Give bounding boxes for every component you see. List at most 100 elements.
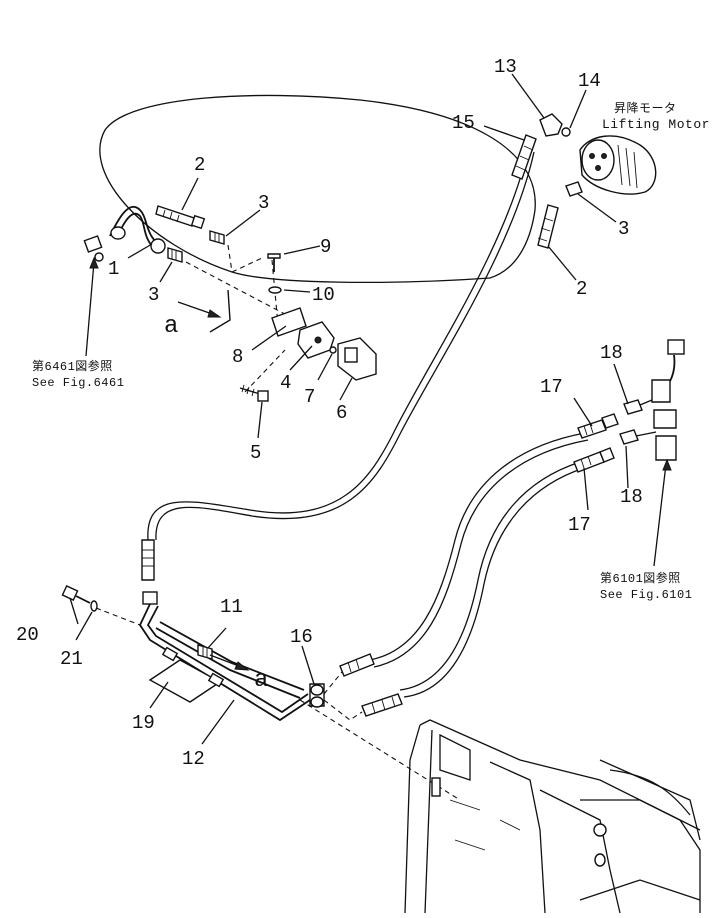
label-part-3-right: 3 — [618, 218, 629, 240]
hose-17-lower-end — [573, 451, 605, 473]
hose-15-line-b — [155, 151, 535, 541]
hose-17-lower-line-b — [403, 467, 585, 698]
label-view-a-lower: a — [254, 667, 268, 694]
valve-manifold-top — [651, 379, 671, 403]
alignment-line-6 — [323, 671, 343, 695]
bracket-guide — [209, 289, 231, 333]
hose-17-lower-nut — [599, 447, 615, 463]
label-part-18-upper: 18 — [600, 342, 623, 364]
tube-1-nut-b — [150, 238, 166, 254]
lower-nut — [142, 591, 158, 605]
label-part-6: 6 — [336, 402, 347, 424]
hose-15-line-a — [147, 149, 529, 541]
label-part-20: 20 — [16, 624, 39, 646]
leader-lines — [69, 73, 672, 745]
alignment-line-5 — [271, 259, 279, 326]
block-port — [314, 336, 322, 344]
hose-17-upper-line-b — [373, 439, 589, 668]
oring-14 — [561, 127, 571, 137]
fitting-18-lower — [619, 429, 639, 445]
washer-21 — [90, 600, 98, 612]
ref-fig6101-jp: 第6101図参照 — [600, 570, 681, 586]
machine-frame — [404, 719, 701, 914]
bolt-20-shank — [75, 595, 91, 604]
label-part-9: 9 — [320, 236, 331, 258]
hose-end-upper — [339, 653, 375, 677]
label-view-a-upper: a — [164, 313, 178, 340]
label-part-17-upper: 17 — [540, 376, 563, 398]
valve-manifold-mid — [653, 409, 677, 429]
label-part-12: 12 — [182, 748, 205, 770]
pipe-12-c — [155, 627, 301, 699]
label-part-3-left: 3 — [148, 284, 159, 306]
label-part-18-lower: 18 — [620, 486, 643, 508]
valve-manifold-bottom — [655, 435, 677, 461]
label-part-7: 7 — [304, 386, 315, 408]
label-part-21: 21 — [60, 648, 83, 670]
bolt-9-head — [267, 253, 281, 259]
hose-17-upper-nut — [601, 413, 619, 429]
motor-ribs — [617, 144, 638, 189]
bolt-5-head — [257, 390, 269, 402]
label-part-10: 10 — [312, 284, 335, 306]
oring-7 — [329, 346, 337, 354]
pipe-12-b — [146, 605, 309, 714]
ref-fig6461-en: See Fig.6461 — [32, 376, 124, 390]
hose-17-lower-line-a — [399, 461, 581, 691]
arrow-a-upper-head — [207, 309, 222, 318]
ref-fig6101-en: See Fig.6101 — [600, 588, 692, 602]
elbow-13 — [539, 113, 563, 137]
fitting-3-right — [565, 181, 583, 197]
tube-1-edge — [115, 212, 157, 251]
alignment-line-4 — [244, 349, 286, 393]
label-part-4: 4 — [280, 372, 291, 394]
label-part-5: 5 — [250, 442, 261, 464]
hose-17-upper-line-a — [369, 432, 586, 661]
bolt-5-shank — [239, 387, 261, 395]
alignment-line-8 — [95, 607, 141, 626]
ref-fig6461-jp: 第6461図参照 — [32, 358, 113, 374]
label-part-13: 13 — [494, 56, 517, 78]
label-part-15: 15 — [452, 112, 475, 134]
hose-2-left — [155, 205, 195, 227]
hose-end-lower — [361, 693, 403, 717]
hose-15-end — [511, 134, 537, 180]
label-part-2-left: 2 — [194, 154, 205, 176]
label-part-1: 1 — [108, 258, 119, 280]
label-part-11: 11 — [220, 596, 243, 618]
clamp-19-a — [161, 646, 179, 662]
alignment-line-7 — [323, 699, 363, 721]
alignment-line-3 — [231, 257, 263, 273]
label-part-16: 16 — [290, 626, 313, 648]
arrow-a-lower-head — [234, 661, 250, 671]
label-part-17-lower: 17 — [568, 514, 591, 536]
clamp-19-b — [207, 672, 225, 688]
bolt-20-head — [61, 585, 79, 601]
label-part-2-right: 2 — [576, 278, 587, 300]
fitting-3-left — [167, 247, 183, 263]
hose-2-right — [537, 204, 559, 249]
fitting-11 — [197, 644, 213, 660]
fitting-3-middle — [209, 230, 225, 245]
right-pipe-cap — [667, 339, 685, 355]
pipe-12-a — [138, 603, 311, 722]
motor-name-en: Lifting Motor — [602, 117, 710, 132]
label-part-3-top: 3 — [258, 192, 269, 214]
label-part-19: 19 — [132, 712, 155, 734]
hose-15-lower-end — [141, 539, 155, 581]
solenoid-terminal — [344, 347, 358, 363]
alignment-line-2 — [227, 244, 233, 273]
pipe-12-d — [159, 621, 305, 691]
elbow-nut — [94, 252, 104, 262]
lifting-motor-face — [581, 139, 615, 181]
alignment-line-1 — [185, 261, 301, 323]
motor-name-jp: 昇降モータ — [614, 101, 677, 116]
tube-1-nut-a — [110, 226, 126, 240]
tube-1 — [109, 205, 161, 246]
return-hose-loop — [99, 94, 536, 284]
label-part-8: 8 — [232, 346, 243, 368]
hose-2-left-nut — [190, 214, 206, 230]
label-part-14: 14 — [578, 70, 601, 92]
